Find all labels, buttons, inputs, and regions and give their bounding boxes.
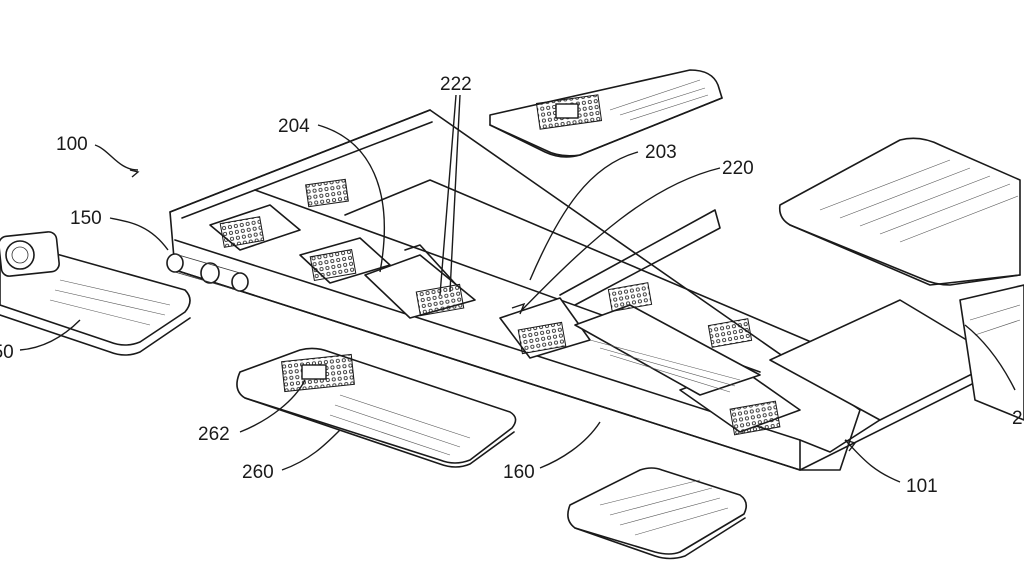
- ref-250: 250: [0, 342, 14, 363]
- ref-100: 100: [56, 134, 88, 155]
- connector-pad: [707, 318, 753, 348]
- connector-pad: [415, 283, 465, 317]
- module-camera-left: [0, 231, 191, 356]
- ref-222: 222: [440, 74, 472, 95]
- ref-160: 160: [503, 462, 535, 483]
- connector-pad: [309, 248, 357, 282]
- ref-2x: 2: [1012, 408, 1023, 429]
- module-top-center: [489, 69, 723, 158]
- ref-262: 262: [198, 424, 230, 445]
- connector-pad: [607, 282, 653, 312]
- connector-pad: [219, 216, 265, 248]
- module-bottom-center: [567, 467, 748, 560]
- connector-pad: [729, 400, 781, 436]
- connector-pad: [305, 178, 349, 208]
- ref-150: 150: [70, 208, 102, 229]
- ref-260: 260: [242, 462, 274, 483]
- leader-lines: [19, 94, 1016, 483]
- ref-220: 220: [722, 158, 754, 179]
- connector-pad: [517, 321, 567, 355]
- module-bottom-left: [236, 347, 517, 468]
- reference-numerals: 100 150 204 222 203 220 250 262 260 160 …: [0, 74, 1023, 497]
- ref-203: 203: [645, 142, 677, 163]
- module-upper-right: [778, 137, 1021, 286]
- frame-connectors: [219, 178, 781, 436]
- ref-204: 204: [278, 116, 310, 137]
- ref-101: 101: [906, 476, 938, 497]
